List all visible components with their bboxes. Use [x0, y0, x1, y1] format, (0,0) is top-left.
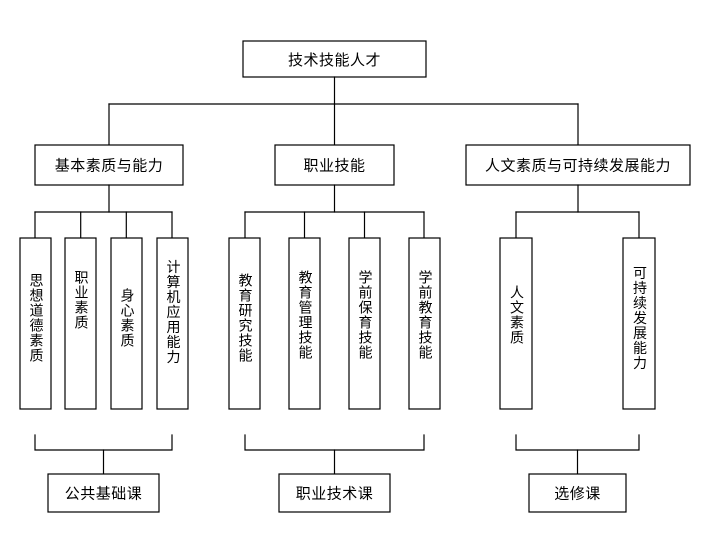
- connector-g3-bracket: [515, 434, 640, 451]
- node-g2c4-box[interactable]: [408, 237, 441, 410]
- node-b3-box[interactable]: [528, 473, 627, 513]
- node-b1-label: 公共基础课: [65, 485, 143, 503]
- node-b1[interactable]: 公共基础课: [47, 473, 160, 513]
- connector-g3-to-bottom: [515, 434, 640, 475]
- node-g1-label: 基本素质与能力: [55, 157, 164, 175]
- node-g3c2[interactable]: 可持续发展能力: [622, 237, 656, 410]
- node-g3-label: 人文素质与可持续发展能力: [485, 157, 671, 175]
- node-g3[interactable]: 人文素质与可持续发展能力: [465, 144, 691, 186]
- node-b2[interactable]: 职业技术课: [278, 473, 391, 513]
- connector-g3-to-children: [515, 184, 640, 239]
- node-g1c3-box[interactable]: [110, 237, 143, 410]
- node-g2[interactable]: 职业技能: [274, 144, 395, 186]
- node-g3-box[interactable]: [465, 144, 691, 186]
- connector-g2-to-children: [244, 184, 425, 239]
- node-g2-box[interactable]: [274, 144, 395, 186]
- node-g2c3[interactable]: 学前保育技能: [348, 237, 381, 410]
- node-g3c1[interactable]: 人文素质: [499, 237, 533, 410]
- node-root[interactable]: 技术技能人才: [242, 40, 427, 78]
- node-g2c2-box[interactable]: [288, 237, 321, 410]
- connector-root-to-level2: [108, 76, 579, 146]
- node-g1c3[interactable]: 身心素质: [110, 237, 143, 410]
- node-g1c2-box[interactable]: [64, 237, 97, 410]
- node-g1c3-label: 身心素质: [119, 288, 135, 348]
- node-g2c1-label: 教育研究技能: [237, 273, 253, 363]
- node-g1c1-box[interactable]: [19, 237, 52, 410]
- connector-g2-to-bottom: [244, 434, 425, 475]
- node-b1-box[interactable]: [47, 473, 160, 513]
- node-g3c1-label: 人文素质: [508, 285, 524, 345]
- node-g1c1-label: 思想道德素质: [28, 273, 44, 363]
- node-g1[interactable]: 基本素质与能力: [34, 144, 184, 186]
- connector-g1-bracket: [34, 434, 173, 451]
- node-b2-box[interactable]: [278, 473, 391, 513]
- node-root-label: 技术技能人才: [288, 51, 381, 69]
- node-g1c4[interactable]: 计算机应用能力: [156, 237, 189, 410]
- node-g3c1-box[interactable]: [499, 237, 533, 410]
- node-g2c2-label: 教育管理技能: [297, 270, 313, 360]
- node-g3c2-label: 可持续发展能力: [631, 266, 647, 371]
- node-b3-label: 选修课: [554, 485, 601, 503]
- node-b3[interactable]: 选修课: [528, 473, 627, 513]
- node-g2c4[interactable]: 学前教育技能: [408, 237, 441, 410]
- node-g1c2-label: 职业素质: [73, 270, 89, 330]
- node-root-box[interactable]: [242, 40, 427, 78]
- connector-g2-bracket: [244, 434, 425, 451]
- node-g2c1[interactable]: 教育研究技能: [228, 237, 261, 410]
- connector-g1-to-children: [34, 184, 173, 239]
- node-g2c3-label: 学前保育技能: [357, 270, 373, 360]
- node-g2c3-box[interactable]: [348, 237, 381, 410]
- node-g1c4-box[interactable]: [156, 237, 189, 410]
- node-g2-label: 职业技能: [303, 157, 365, 175]
- node-g2c2[interactable]: 教育管理技能: [288, 237, 321, 410]
- node-g2c4-label: 学前教育技能: [417, 270, 433, 360]
- connector-g1-to-bottom: [34, 434, 173, 475]
- node-g1c4-label: 计算机应用能力: [165, 260, 181, 365]
- node-g3c2-box[interactable]: [622, 237, 656, 410]
- node-g2c1-box[interactable]: [228, 237, 261, 410]
- node-b2-label: 职业技术课: [296, 485, 374, 503]
- node-g1c2[interactable]: 职业素质: [64, 237, 97, 410]
- node-g1c1[interactable]: 思想道德素质: [19, 237, 52, 410]
